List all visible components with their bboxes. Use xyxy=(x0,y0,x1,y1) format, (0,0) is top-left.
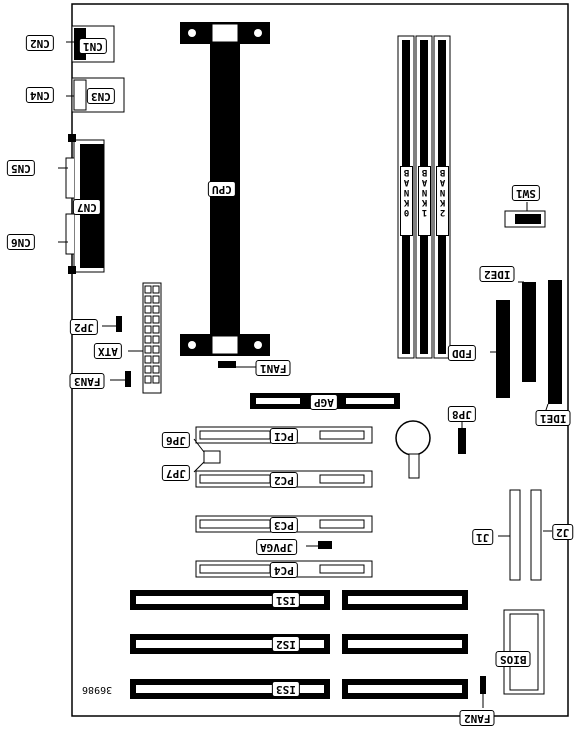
jp6-label: JP6 xyxy=(162,432,190,448)
pci4-label: PC4 xyxy=(270,562,298,578)
ide2-header xyxy=(522,282,536,382)
j2-label: J2 xyxy=(552,524,574,540)
battery xyxy=(395,420,431,479)
ide2-label: IDE2 xyxy=(480,266,515,282)
fdd-label: FDD xyxy=(448,345,476,361)
fan2-label: FAN2 xyxy=(460,710,495,726)
fan1-header xyxy=(218,361,236,368)
cpu-label: CPU xyxy=(208,181,236,197)
isa1-label: IS1 xyxy=(272,592,300,608)
isa2-label: IS2 xyxy=(272,636,300,652)
pci3-label: PC3 xyxy=(270,517,298,533)
cn6-label: CN6 xyxy=(7,234,35,250)
atx-label: ATX xyxy=(94,343,122,359)
part-number: 36986 xyxy=(82,684,113,695)
cn5-label: CN5 xyxy=(7,160,35,176)
agp-label: AGP xyxy=(310,394,338,410)
pci1-label: PCI xyxy=(270,428,298,444)
jp7-label: JP7 xyxy=(162,465,190,481)
bios-label: BIOS xyxy=(496,651,531,667)
cn2-label: CN2 xyxy=(26,35,54,51)
isa3-label: IS3 xyxy=(272,681,300,697)
fdd-header xyxy=(496,300,510,398)
fan2-header xyxy=(480,676,486,694)
cn4-label: CN4 xyxy=(26,87,54,103)
jp6-header xyxy=(203,450,221,464)
jpvga-label: JPVGA xyxy=(256,539,298,555)
atx-connector xyxy=(142,282,162,394)
jp2-header xyxy=(116,316,122,332)
jpvga-header xyxy=(318,541,332,549)
sw1-label: SW1 xyxy=(512,185,540,201)
ide1-header xyxy=(548,280,562,404)
cn3-label: CN3 xyxy=(87,88,115,104)
fan3-label: FAN3 xyxy=(70,373,105,389)
pci2-label: PC2 xyxy=(270,472,298,488)
cn7-label: CN7 xyxy=(73,199,101,215)
jp2-label: JP2 xyxy=(70,319,98,335)
ide1-label: IDE1 xyxy=(536,410,571,426)
jp8-label: JP8 xyxy=(448,406,476,422)
fan1-label: FAN1 xyxy=(256,360,291,376)
sw1-switch xyxy=(504,210,546,228)
j2-header xyxy=(530,489,542,581)
jp8-header xyxy=(458,428,466,454)
j1-label: J1 xyxy=(472,529,494,545)
fan3-header xyxy=(125,371,131,387)
j1-header xyxy=(509,489,521,581)
cn1-label: CN1 xyxy=(79,38,107,54)
